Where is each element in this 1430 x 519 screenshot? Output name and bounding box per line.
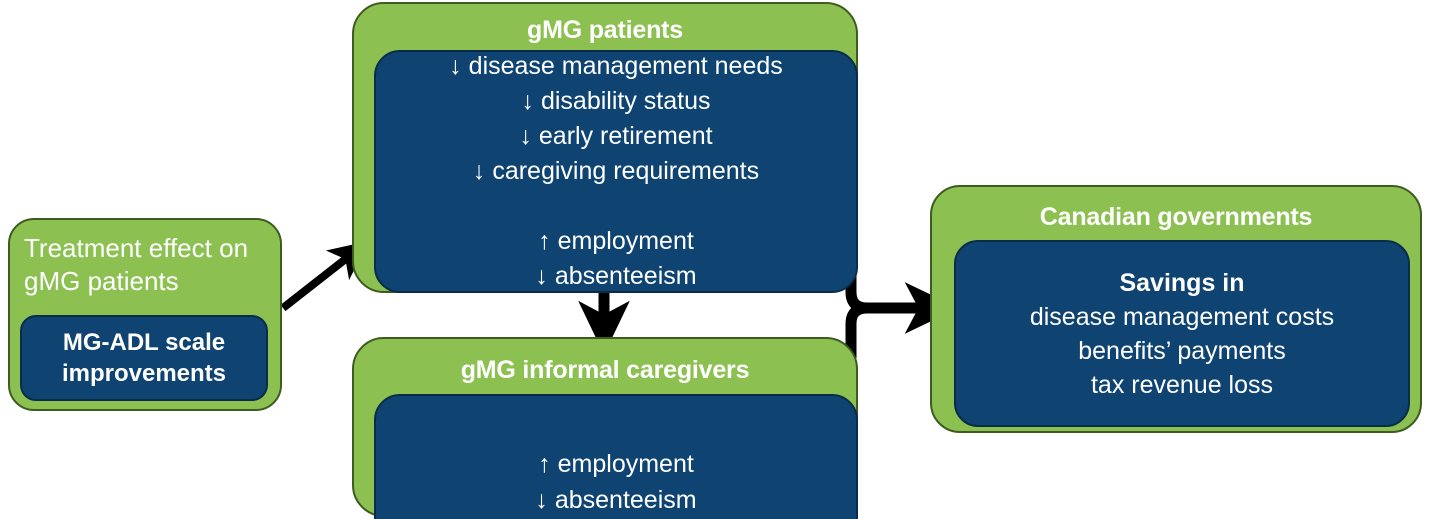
box-gmg-patients: gMG patients ↓ disease management needs … — [352, 2, 858, 293]
patients-item-3: ↓ early retirement — [519, 122, 713, 150]
caregivers-item-2: ↓ absenteeism — [535, 485, 697, 514]
box-governments-inner: Savings in disease management costs bene… — [954, 240, 1410, 427]
patients-item-6: ↓ absenteeism — [535, 262, 697, 290]
patients-spacer — [376, 189, 856, 224]
mg-adl-line-2: improvements — [61, 360, 227, 387]
patients-item-5: ↑ employment — [538, 227, 694, 255]
arrow-treatment-to-patients — [280, 241, 369, 312]
mg-adl-line-1: MG-ADL scale — [62, 329, 226, 356]
governments-item-2: benefits’ payments — [1078, 336, 1286, 365]
box-treatment-title-line-2: on gMG patients — [24, 233, 249, 296]
box-gmg-patients-title: gMG patients — [527, 16, 683, 44]
box-treatment-title-line-1: Treatment effect — [24, 233, 212, 263]
governments-heading: Savings in — [1119, 268, 1245, 297]
patients-item-2: ↓ disability status — [521, 87, 711, 115]
box-canadian-governments: Canadian governments Savings in disease … — [930, 185, 1422, 433]
patients-item-1: ↓ disease management needs — [449, 52, 783, 80]
box-treatment-effect: Treatment effect on gMG patients MG-ADL … — [8, 218, 282, 411]
box-governments-title: Canadian governments — [1039, 203, 1313, 231]
governments-item-1: disease management costs — [1029, 302, 1335, 331]
box-gmg-patients-inner: ↓ disease management needs ↓ disability … — [374, 50, 858, 293]
box-treatment-inner: MG-ADL scale improvements — [20, 315, 268, 401]
caregivers-item-1: ↑ employment — [538, 449, 694, 478]
arrow-to-governments — [845, 263, 959, 358]
box-caregivers-title: gMG informal caregivers — [460, 356, 750, 384]
governments-item-3: tax revenue loss — [1090, 370, 1274, 399]
box-gmg-informal-caregivers: gMG informal caregivers ↑ employment ↓ a… — [352, 337, 858, 519]
patients-item-4: ↓ caregiving requirements — [472, 157, 760, 185]
box-treatment-title: Treatment effect on gMG patients — [24, 232, 270, 298]
box-caregivers-inner: ↑ employment ↓ absenteeism — [374, 394, 858, 519]
